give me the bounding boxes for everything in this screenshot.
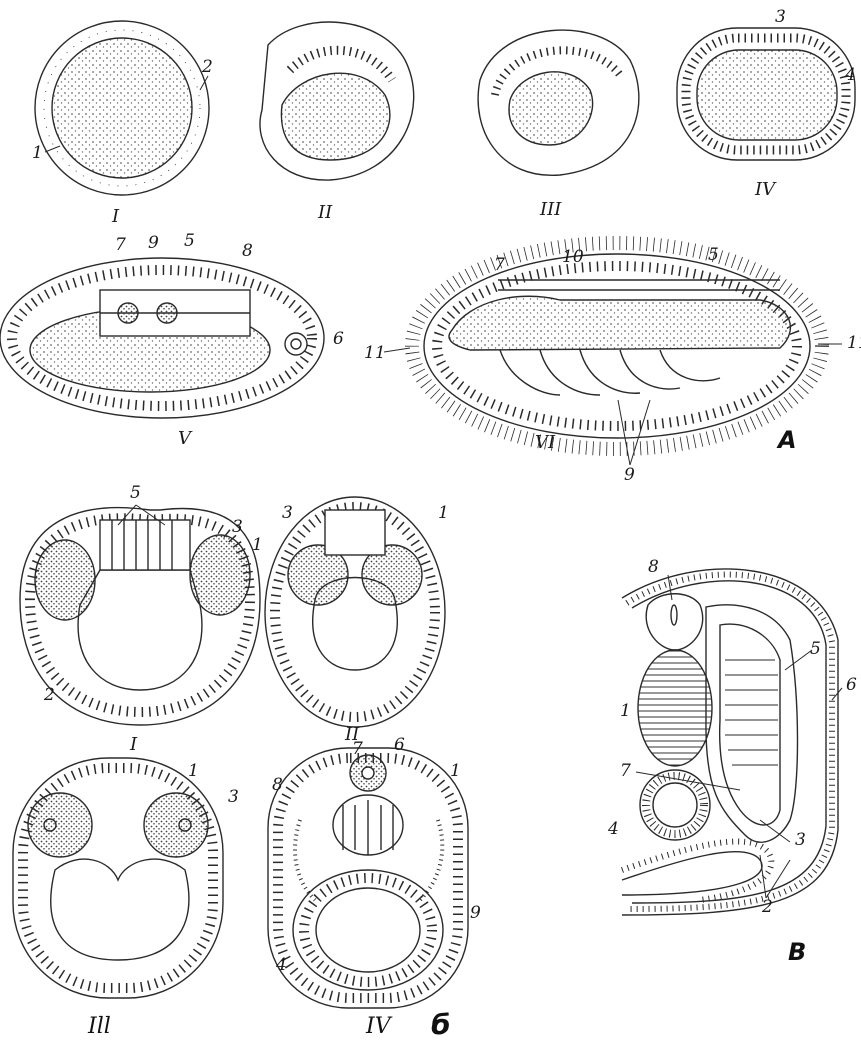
label-a5-7: 7 [115,235,126,255]
label-b4-4: 4 [275,955,287,975]
caption-b3: Ill [88,1014,111,1039]
panel-a [0,21,855,449]
label-b4-9: 9 [470,903,481,923]
label-v-3: 3 [795,830,806,850]
label-b2-3: 3 [282,503,293,523]
label-a1-1: 1 [32,143,43,163]
label-a5-9: 9 [148,233,159,253]
label-a4-3: 3 [775,7,786,27]
stage-a3-gastrula [478,30,639,175]
label-b4-7: 7 [352,739,363,759]
stage-a1-blastula [35,21,209,195]
caption-b4: IV [366,1014,391,1039]
stage-label-b1: I [129,734,138,755]
panel-letter-v: В [788,938,806,966]
label-v-2: 2 [761,897,773,917]
panel-v [622,569,838,915]
label-a1-2: 2 [201,57,213,77]
label-b1-3: 3 [232,517,243,537]
stage-label-a3: III [539,199,562,220]
label-b1-5: 5 [130,483,141,503]
label-v-6: 6 [846,675,857,695]
stage-a4-gastrula [677,28,855,160]
label-b3-1: 1 [188,761,199,781]
label-b1-2: 2 [43,685,55,705]
section-b1 [20,508,260,725]
label-v-4: 4 [607,819,619,839]
label-a5-5: 5 [184,231,195,251]
label-b2-1: 1 [438,503,449,523]
section-b3 [13,758,223,998]
stage-label-a6: VI [535,432,556,453]
label-v-8: 8 [648,557,659,577]
label-a6-9: 9 [624,465,635,485]
stage-label-a1: I [111,206,120,227]
stage-label-a4: IV [754,179,777,200]
label-a6-7: 7 [494,255,505,275]
label-a6-10: 10 [562,247,584,267]
label-a4-4: 4 [844,65,856,85]
label-v-5: 5 [810,639,821,659]
label-a5-6: 6 [333,329,344,349]
label-b1-1: 1 [252,535,263,555]
stage-a6-larva [412,243,822,449]
section-b2 [265,497,445,727]
label-a6-11-right: 11 [847,333,861,353]
stage-label-a5: V [178,428,193,449]
label-b4-6: 6 [394,735,405,755]
label-a5-8: 8 [242,241,253,261]
label-b4-1: 1 [450,761,461,781]
label-a6-5: 5 [708,245,719,265]
label-b3-3: 3 [228,787,239,807]
label-v-7: 7 [620,761,631,781]
label-a6-11-left: 11 [364,343,386,363]
label-b4-8: 8 [272,775,283,795]
stage-a2-gastrula [260,22,414,180]
section-b4 [268,748,468,1008]
panel-letter-a: A [776,426,797,454]
caption-panel-b: б [431,1008,451,1041]
stage-a5-neurula [0,258,324,418]
label-v-1: 1 [620,701,631,721]
stage-label-a2: II [317,202,333,223]
